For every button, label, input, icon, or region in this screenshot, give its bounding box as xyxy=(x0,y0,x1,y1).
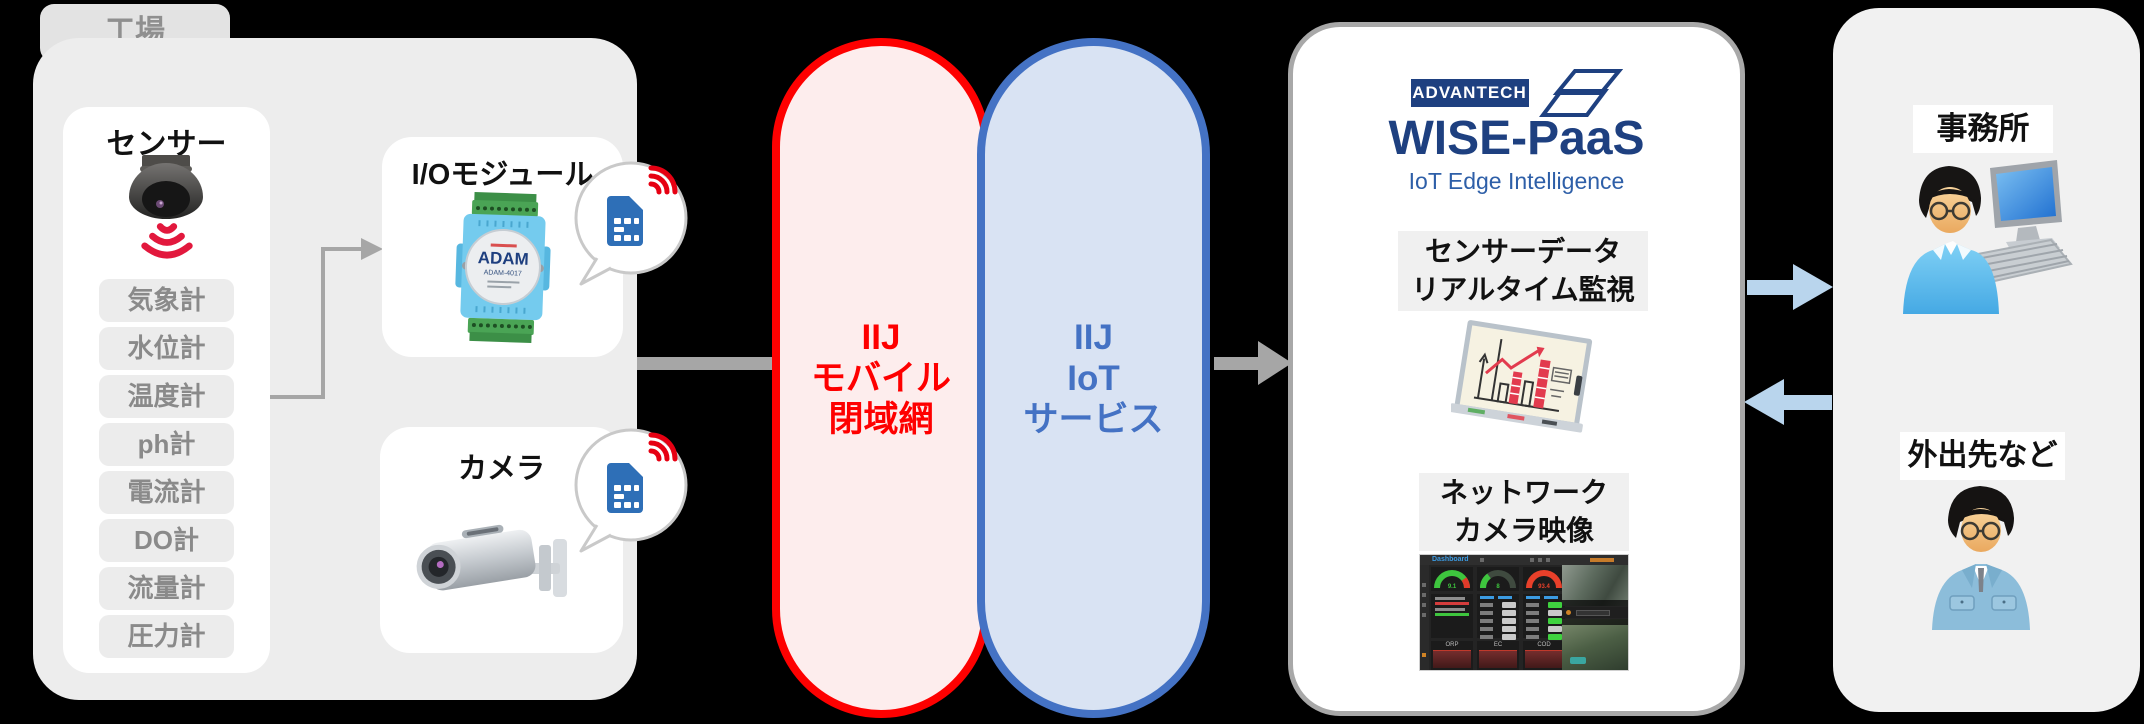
adam-model-text: ADAM-4017 xyxy=(484,269,522,277)
connector-line xyxy=(321,247,325,399)
remote-label: 外出先など xyxy=(1900,432,2065,480)
dome-camera-icon xyxy=(129,155,203,219)
gauge-red: 93.4 xyxy=(1526,570,1562,590)
advantech-logo: ADVANTECH xyxy=(1293,67,1740,119)
gauge-dark: 8 xyxy=(1480,570,1516,590)
mini-chart: ORP xyxy=(1431,641,1473,670)
connector-arrowhead xyxy=(361,238,383,260)
sensor-chip: 水位計 xyxy=(99,327,234,370)
users-to-platform-arrowhead xyxy=(1744,379,1784,425)
dashboard-title: Dashboard xyxy=(1432,556,1469,563)
factory-to-network-line xyxy=(637,357,777,370)
wifi-signal-down-icon xyxy=(141,223,193,259)
status-table-green xyxy=(1523,594,1565,640)
sim-wifi-icon xyxy=(648,165,678,195)
users-to-platform-arrow-shaft xyxy=(1784,395,1832,410)
sensor-chip: 温度計 xyxy=(99,375,234,418)
sim-speech-bubble xyxy=(574,161,688,286)
whiteboard-chart-image xyxy=(1451,320,1593,433)
camera-feed-controls xyxy=(1562,607,1628,618)
svg-text:93.4: 93.4 xyxy=(1538,584,1550,590)
sensor-chip: 流量計 xyxy=(99,567,234,610)
sim-wifi-icon xyxy=(648,432,678,462)
mini-chart: COD xyxy=(1523,641,1565,670)
advantech-parallelogram-icon xyxy=(1538,69,1623,117)
svg-text:8: 8 xyxy=(1496,584,1500,590)
status-table-gray xyxy=(1477,594,1519,640)
gauge-green: 9.1 xyxy=(1434,570,1470,590)
dashboard-sidebar xyxy=(1420,565,1429,670)
connector-line xyxy=(321,247,363,251)
network-camera-label: ネットワーク カメラ映像 xyxy=(1419,473,1629,551)
connector-line xyxy=(270,395,323,399)
sensor-data-monitoring-label: センサーデータ リアルタイム監視 xyxy=(1398,231,1648,311)
sim-card-icon xyxy=(607,463,643,513)
mini-chart: EC xyxy=(1477,641,1519,670)
adam-brand-text: ADAM xyxy=(477,248,529,269)
platform-to-users-arrow-shaft xyxy=(1747,280,1793,295)
svg-text:9.1: 9.1 xyxy=(1448,584,1457,590)
network-to-platform-arrowhead xyxy=(1258,341,1292,385)
sensor-chip: 電流計 xyxy=(99,471,234,514)
platform-to-users-arrowhead xyxy=(1793,264,1833,310)
camera-feed xyxy=(1562,619,1628,670)
sensor-chip: DO計 xyxy=(99,519,234,562)
users-panel: 事務所 外出 xyxy=(1833,8,2140,712)
wise-paas-title: WISE-PaaS xyxy=(1388,112,1645,165)
io-module-title: I/Oモジュール xyxy=(411,159,594,191)
sim-card-icon xyxy=(607,196,643,246)
field-worker-image xyxy=(1932,486,2030,630)
io-module-panel: I/Oモジュール xyxy=(382,137,623,357)
network-to-platform-arrow-shaft xyxy=(1214,357,1260,370)
advantech-wordmark: ADVANTECH xyxy=(1410,79,1529,107)
adam-io-module-image: ADAM ADAM-4017 xyxy=(455,191,551,344)
iij-mobile-closed-network-pill: IIJ モバイル 閉域網 xyxy=(772,38,990,718)
dashboard-topbar: Dashboard xyxy=(1420,555,1628,565)
wise-paas-tagline: IoT Edge Intelligence xyxy=(1408,168,1625,194)
office-user-with-computer-image xyxy=(1903,160,2073,314)
sensor-chip: 圧力計 xyxy=(99,615,234,658)
sensor-chip-list: 気象計 水位計 温度計 ph計 電流計 DO計 流量計 圧力計 xyxy=(99,279,234,663)
dashboard-topbar-highlight xyxy=(1590,558,1614,562)
status-bars-tile xyxy=(1431,594,1473,638)
iij-iot-service-pill: IIJ IoT サービス xyxy=(977,38,1210,718)
office-label: 事務所 xyxy=(1913,105,2053,153)
sensor-chip: ph計 xyxy=(99,423,234,466)
sim-speech-bubble xyxy=(574,428,688,553)
camera-feed xyxy=(1562,565,1628,606)
camera-panel-title: カメラ xyxy=(457,453,545,485)
sensor-panel: センサー 気象計 水位計 温度計 ph計 電流計 DO計 流量計 xyxy=(63,107,270,673)
dashboard-screenshot: Dashboard 9.1 xyxy=(1419,554,1629,671)
wise-paas-panel: ADVANTECH WISE-PaaS IoT Edge Intelligenc… xyxy=(1288,22,1745,716)
sensor-chip: 気象計 xyxy=(99,279,234,322)
bullet-camera-image xyxy=(416,524,567,597)
